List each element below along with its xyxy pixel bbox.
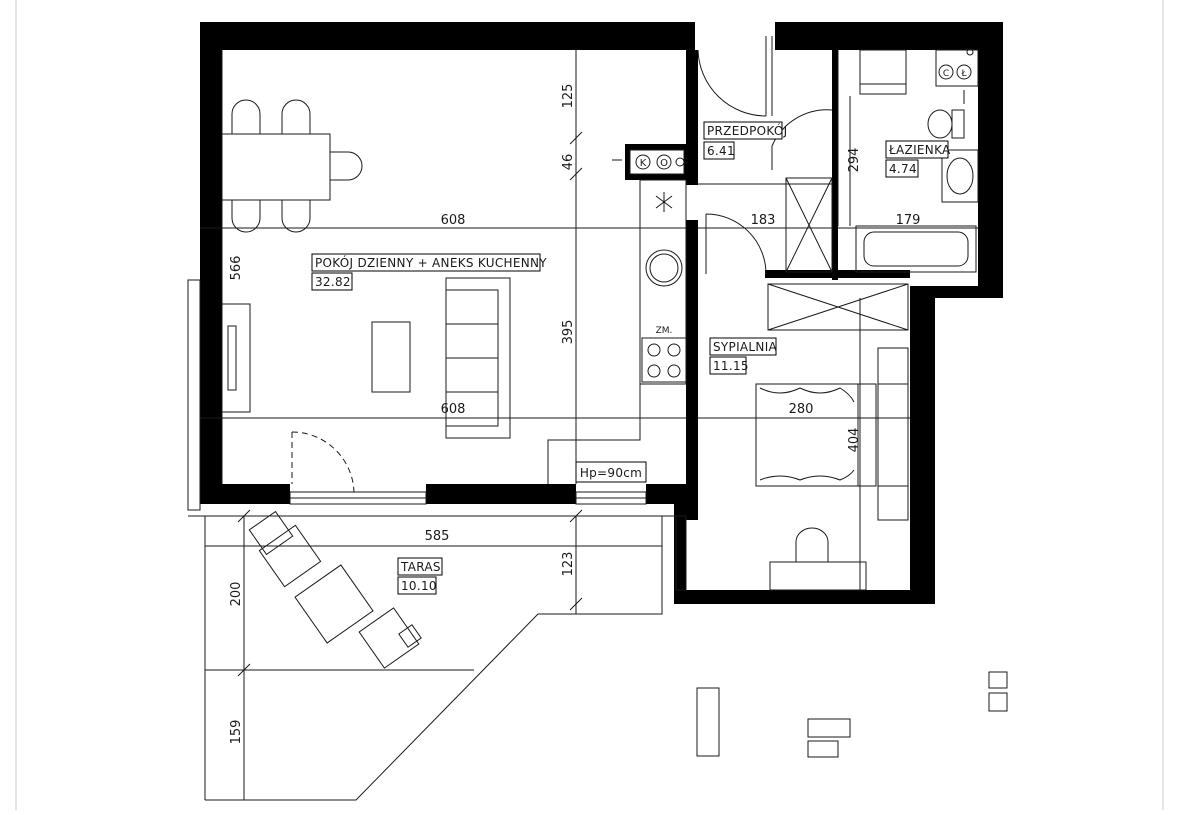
- chair-2: [281, 99, 311, 134]
- dim-608-bottom: 608: [441, 402, 466, 417]
- dim-125: 125: [561, 84, 576, 109]
- dim-280: 280: [789, 402, 814, 417]
- wardrobe: [785, 177, 833, 273]
- dim-179: 179: [896, 213, 921, 228]
- bath-door-swing: [771, 109, 833, 170]
- coffee-table: [371, 321, 411, 393]
- dim-585: 585: [425, 529, 450, 544]
- dimension-lines: [200, 50, 978, 800]
- legend-box-3: [807, 740, 839, 758]
- dim-200: 200: [229, 582, 244, 607]
- dim-566: 566: [229, 256, 244, 281]
- room-labels: POKÓJ DZIENNY + ANEKS KUCHENNY 32.82 PRZ…: [311, 121, 951, 595]
- bed: [755, 383, 859, 487]
- terrace-table: [294, 564, 374, 644]
- meter-box: [935, 49, 979, 87]
- chair-1: [231, 99, 261, 134]
- legend-box-4: [988, 671, 1008, 689]
- room-area-terrace: 10.10: [401, 579, 437, 593]
- kitchen-counter: [639, 179, 687, 385]
- desk: [769, 561, 867, 591]
- chair-5: [330, 151, 363, 181]
- room-area-bath: 4.74: [889, 162, 917, 176]
- terrace-outline: [205, 515, 663, 801]
- desk-chair: [795, 527, 829, 562]
- toilet: [927, 109, 953, 139]
- dining-table: [221, 133, 331, 201]
- dim-404: 404: [847, 428, 862, 453]
- room-area-hall: 6.41: [707, 144, 735, 158]
- room-name-bath: ŁAZIENKA: [888, 143, 951, 157]
- dim-183: 183: [751, 213, 776, 228]
- boiler-o-label: O: [660, 158, 668, 169]
- chair-3: [231, 200, 261, 233]
- room-name-living: POKÓJ DZIENNY + ANEKS KUCHENNY: [315, 255, 547, 270]
- terrace-chair-1: [248, 510, 294, 556]
- dim-46: 46: [561, 154, 576, 171]
- room-area-bedroom: 11.15: [713, 359, 749, 373]
- bath-cabinet: [859, 49, 907, 95]
- legend-box-5: [988, 692, 1008, 712]
- dim-294: 294: [847, 148, 862, 173]
- walls: [200, 22, 1003, 604]
- bedroom-door-swing: [705, 213, 767, 275]
- entrance-door-swing: [697, 49, 767, 117]
- kitchen-sink: [645, 249, 683, 287]
- balcony-door-swing: [291, 431, 355, 495]
- dim-608-top: 608: [441, 213, 466, 228]
- dimension-labels: 125 46 608 608 566 395 183 294 179 280 4…: [229, 84, 920, 745]
- tv-stand: [221, 303, 251, 413]
- cooktop: [641, 337, 687, 383]
- meter-l-label: Ł: [960, 69, 967, 79]
- room-name-bedroom: SYPIALNIA: [713, 340, 778, 354]
- notes: Hp=90cm K O ZM. C Ł: [575, 69, 967, 483]
- boiler-k-label: K: [640, 158, 647, 169]
- nightstand: [877, 347, 909, 521]
- dim-123: 123: [561, 552, 576, 577]
- fixtures: [187, 36, 1008, 801]
- dim-159: 159: [229, 720, 244, 745]
- room-name-hall: PRZEDPOKÓJ: [707, 123, 788, 138]
- chair-4: [281, 200, 311, 233]
- legend-box-2: [807, 718, 851, 738]
- bathtub: [855, 225, 977, 273]
- room-area-living: 32.82: [315, 275, 351, 289]
- window-west: [187, 279, 201, 511]
- fridge-label: ZM.: [656, 326, 673, 336]
- meter-c-label: C: [943, 69, 949, 79]
- terrace-chair-2: [258, 524, 322, 588]
- washbasin: [941, 149, 979, 203]
- sill-height-note: Hp=90cm: [580, 466, 642, 480]
- terrace-chair-3: [358, 607, 420, 669]
- room-name-terrace: TARAS: [400, 560, 441, 574]
- wardrobe-bedroom: [767, 283, 909, 331]
- dim-395: 395: [561, 320, 576, 345]
- legend-box-1: [696, 687, 720, 757]
